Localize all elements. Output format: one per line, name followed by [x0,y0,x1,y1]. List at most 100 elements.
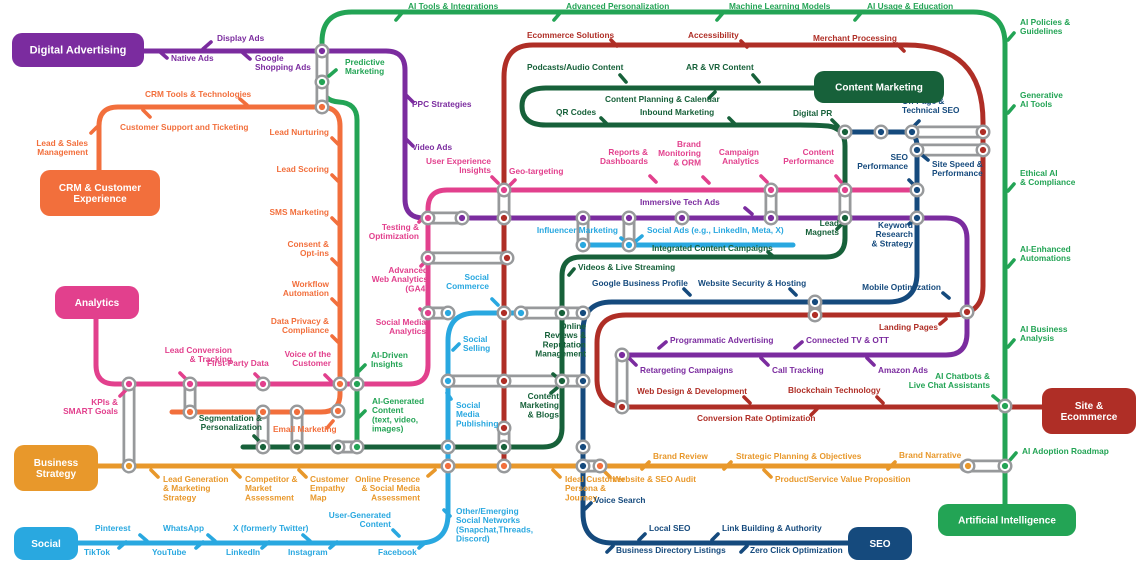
label-brand-review: Brand Review [653,451,708,461]
station-dot [259,408,267,416]
station-dot [558,309,566,317]
station-dot [444,443,452,451]
label-product-service-value-proposition: Product/Service Value Proposition [775,474,911,484]
label-email-marketing: Email Marketing [273,424,337,434]
box-site-ecommerce[interactable] [1042,388,1136,434]
tick-lead-generation-marketing-strategy [149,468,160,479]
tick-ai-adoption-roadmap [1008,451,1018,462]
label-kpis-smart-goals: KPIs &SMART Goals [63,397,118,416]
tick-user-generated-content [391,528,401,538]
station-dot [877,128,885,136]
label-ai-usage-education: AI Usage & Education [867,1,953,11]
tick-landing-pages [938,317,948,326]
station-dot [444,462,452,470]
station-dot [186,380,194,388]
tick-merchant-processing [895,42,906,53]
tick-digital-pr [830,118,840,128]
tick-reports-dashboards [648,174,658,184]
station-dot [618,403,626,411]
station-dot [293,408,301,416]
box-label-digital-advertising: Digital Advertising [30,45,127,57]
tick-whatsapp [206,533,217,543]
station-dot [125,380,133,388]
tick-retargeting-campaigns [627,356,638,367]
label-ar-vr-content: AR & VR Content [686,62,754,72]
tick-machine-learning-models [715,11,725,22]
tick-business-directory-listings [605,544,615,554]
label-website-security-hosting: Website Security & Hosting [698,278,806,288]
tick-ai-tools-integrations [394,11,404,22]
tick-zero-click-optimization [739,544,749,554]
station-dot [841,128,849,136]
tick-programmatic-advertising [657,340,668,350]
tick-brand-narrative [886,460,897,471]
box-business-strategy[interactable] [14,445,98,491]
tick-customer-support-and-ticketing [141,108,152,119]
tick-mobile-optimization [941,291,951,300]
line-analytics-line [93,187,920,387]
station-dot [500,443,508,451]
station-dot [579,309,587,317]
label-merchant-processing: Merchant Processing [813,33,897,43]
box-artificial-intelligence[interactable] [938,504,1076,536]
tick-content-performance [834,174,843,184]
tick-geo-targeting [507,178,517,188]
station-dot [259,380,267,388]
box-crm-customer-experience[interactable] [40,170,160,216]
label-lead-conversion-tracking: Lead Conversion& Tracking [165,345,232,364]
tick-lead-scoring [330,173,340,183]
label-ppc-strategies: PPC Strategies [412,99,472,109]
tick-ideal-customer-persona-journey [551,468,562,479]
tick-brand-monitoring-orm [701,175,711,185]
label-crm-tools-technologies: CRM Tools & Technologies [145,89,252,99]
tick-product-service-value-proposition [762,468,773,479]
box-label-analytics: Analytics [75,298,120,309]
tick-link-building-authority [710,532,720,542]
tick-ai-policies-guidelines [1006,31,1016,42]
box-seo[interactable] [848,527,912,560]
box-label-site-ecommerce: Site &Ecommerce [1061,401,1118,423]
station-dot [767,186,775,194]
tick-online-presence-social-media-assessment [426,468,437,478]
station-dot [964,462,972,470]
station-dot [618,351,626,359]
box-analytics[interactable] [55,286,139,319]
tick-videos-live-streaming [567,267,576,277]
tick-predictive-marketing [327,68,338,78]
label-local-seo: Local SEO [649,523,691,533]
tick-sms-marketing [330,216,340,226]
station-dot [424,214,432,222]
label-pinterest: Pinterest [95,523,131,533]
label-voice-search: Voice Search [594,495,646,505]
station-dot [318,47,326,55]
tick-blockchain-technology [875,395,885,405]
box-social[interactable] [14,527,78,560]
box-content-marketing[interactable] [814,71,944,103]
label-social-ads-e-g-linkedin-meta-x: Social Ads (e.g., LinkedIn, Meta, X) [647,225,784,235]
tick-linkedin [260,540,271,550]
line-site-ecommerce-line [501,42,1045,473]
tick-advanced-personalization [552,11,562,22]
tick-podcasts-audio-content [618,73,628,84]
label-videos-live-streaming: Videos & Live Streaming [578,262,675,272]
tick-qr-codes [599,116,609,126]
label-influencer-marketing: Influencer Marketing [537,225,618,235]
label-website-seo-audit: Website & SEO Audit [613,474,696,484]
station-dot [625,241,633,249]
label-google-business-profile: Google Business Profile [592,278,688,288]
tick-user-experience-insights [490,175,500,185]
label-integrated-content-campaigns: Integrated Content Campaigns [652,243,773,253]
station-dot [500,424,508,432]
label-testing-optimization: Testing &Optimization [369,222,419,241]
box-digital-advertising[interactable] [12,33,144,67]
